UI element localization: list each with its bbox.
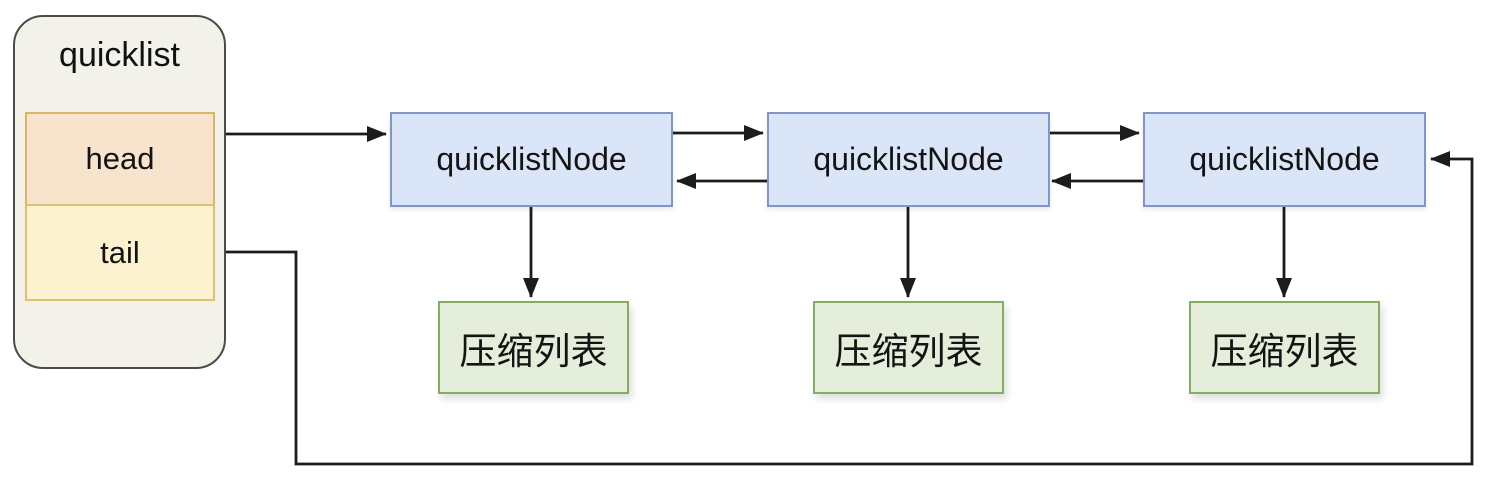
quicklist-title: quicklist [59,36,180,74]
tail-cell: tail [25,204,215,301]
quicklist-node-2: quicklistNode [767,112,1050,207]
ziplist-box-2: 压缩列表 [813,301,1004,394]
ziplist-box-3: 压缩列表 [1189,301,1380,394]
quicklist-node-3: quicklistNode [1143,112,1426,207]
ziplist-box-1: 压缩列表 [438,301,629,394]
head-cell: head [25,112,215,206]
quicklist-node-1: quicklistNode [390,112,673,207]
